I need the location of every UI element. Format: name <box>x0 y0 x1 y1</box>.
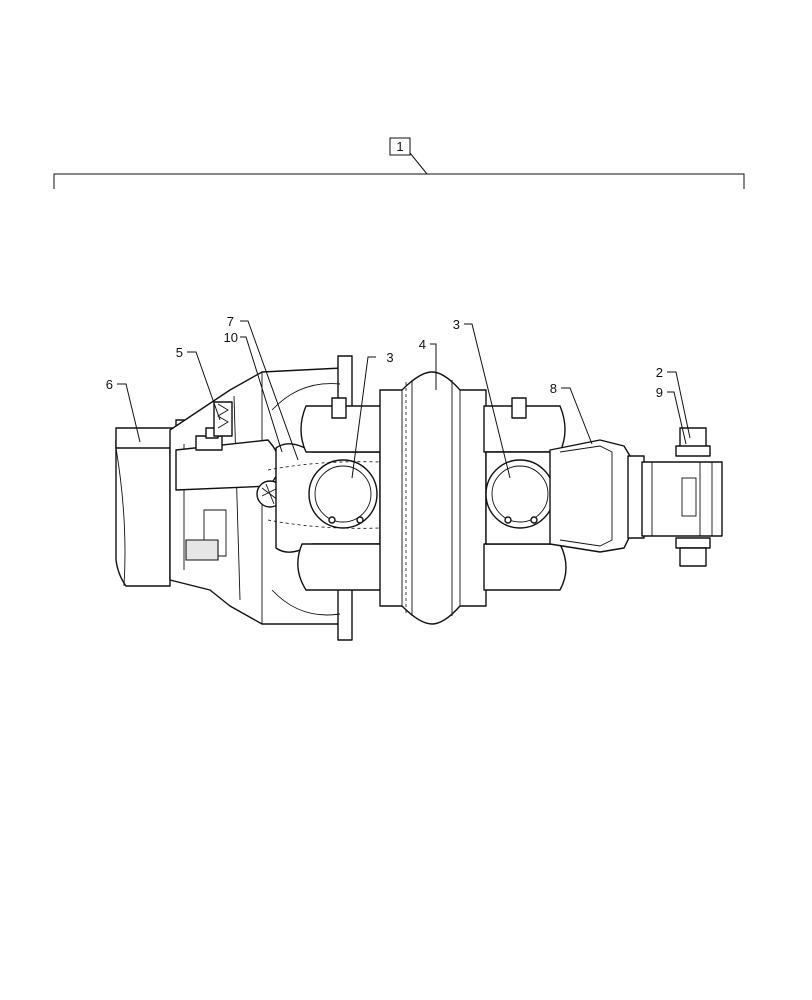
callout-3-right: 3 <box>453 317 460 332</box>
u-joint-right <box>483 397 567 591</box>
callout-5: 5 <box>176 345 183 360</box>
callout-3-left: 3 <box>386 350 393 365</box>
callout-8: 8 <box>550 381 557 396</box>
leader-lines <box>117 320 691 479</box>
center-shaft <box>379 371 487 625</box>
callout-10: 10 <box>224 330 238 345</box>
callout-2: 2 <box>656 365 663 380</box>
callout-6: 6 <box>106 377 113 392</box>
callout-9: 9 <box>656 385 663 400</box>
callout-7: 7 <box>227 314 234 329</box>
u-joint-left <box>267 397 383 591</box>
callout-1: 1 <box>396 139 403 154</box>
housing-left <box>115 355 353 641</box>
callout-4: 4 <box>419 337 426 352</box>
bolt-assembly <box>641 427 723 567</box>
yoke-right <box>549 439 645 553</box>
callout-labels: 7 10 5 6 3 4 3 8 2 9 <box>106 314 663 400</box>
assembly-bracket: 1 <box>53 137 745 189</box>
